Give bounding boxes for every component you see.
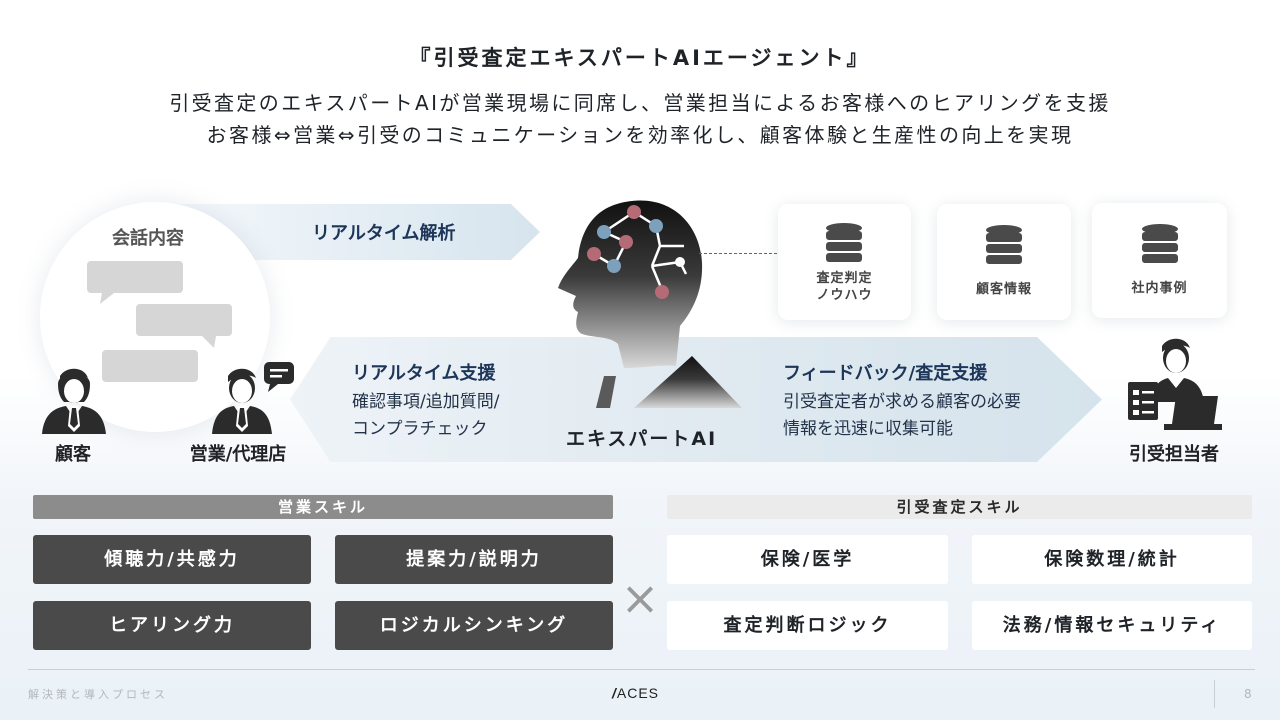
footer-section-label: 解決策と導入プロセス bbox=[28, 688, 168, 701]
feedback-title: フィードバック/査定支援 bbox=[783, 363, 988, 384]
ai-head-icon bbox=[558, 200, 742, 408]
underwriting-skill-medical: 保険/医学 bbox=[667, 535, 948, 584]
subtitle-line-1: 引受査定のエキスパートAIが営業現場に同席し、営業担当によるお客様へのヒアリング… bbox=[169, 91, 1111, 115]
sales-skills-header: 営業スキル bbox=[33, 495, 613, 519]
database-icon bbox=[1142, 224, 1178, 263]
page-number: 8 bbox=[1244, 687, 1252, 701]
sales-skill-logical: ロジカルシンキング bbox=[335, 601, 613, 650]
sales-label: 営業/代理店 bbox=[189, 444, 287, 465]
underwriting-skill-legal: 法務/情報セキュリティ bbox=[972, 601, 1252, 650]
realtime-support-title: リアルタイム支援 bbox=[352, 363, 496, 384]
company-logo: /ACES bbox=[612, 685, 660, 701]
company-logo-text: ACES bbox=[616, 685, 660, 701]
database-icon bbox=[986, 225, 1022, 264]
sales-skill-hearing: ヒアリング力 bbox=[33, 601, 311, 650]
underwriting-skill-logic: 査定判断ロジック bbox=[667, 601, 948, 650]
customer-label: 顧客 bbox=[55, 444, 91, 465]
underwriter-label: 引受担当者 bbox=[1129, 444, 1219, 465]
sales-skill-listening: 傾聴力/共感力 bbox=[33, 535, 311, 584]
database-card-knowhow: 査定判定 ノウハウ bbox=[778, 204, 911, 320]
footer-separator bbox=[1214, 680, 1215, 708]
realtime-analysis-label: リアルタイム解析 bbox=[312, 223, 456, 244]
database-card-cases: 社内事例 bbox=[1092, 203, 1227, 318]
page-title: 『引受査定エキスパートAIエージェント』 bbox=[409, 46, 871, 70]
database-label-knowhow: 査定判定 ノウハウ bbox=[816, 271, 873, 303]
customer-icon bbox=[42, 368, 106, 434]
feedback-line-2: 情報を迅速に収集可能 bbox=[783, 419, 953, 439]
database-icon bbox=[826, 223, 862, 262]
conversation-label: 会話内容 bbox=[112, 228, 184, 249]
database-label-cases: 社内事例 bbox=[1131, 281, 1188, 296]
sales-agent-icon bbox=[212, 362, 294, 434]
realtime-support-line-1: 確認事項/追加質問/ bbox=[352, 392, 500, 412]
footer-divider bbox=[28, 669, 1255, 670]
connector-line bbox=[699, 253, 777, 254]
chat-bubbles-icon bbox=[87, 261, 232, 382]
times-icon: × bbox=[620, 571, 660, 625]
database-card-customer: 顧客情報 bbox=[937, 204, 1071, 320]
feedback-line-1: 引受査定者が求める顧客の必要 bbox=[783, 392, 1021, 412]
realtime-support-line-2: コンプラチェック bbox=[352, 419, 488, 439]
database-label-customer: 顧客情報 bbox=[975, 282, 1032, 297]
expert-ai-label: エキスパートAI bbox=[566, 428, 718, 450]
subtitle-line-2: お客様⇔営業⇔引受のコミュニケーションを効率化し、顧客体験と生産性の向上を実現 bbox=[206, 123, 1074, 147]
underwriting-skill-actuarial: 保険数理/統計 bbox=[972, 535, 1252, 584]
underwriter-icon bbox=[1128, 338, 1222, 430]
underwriting-skills-header: 引受査定スキル bbox=[667, 495, 1252, 519]
sales-skill-proposal: 提案力/説明力 bbox=[335, 535, 613, 584]
